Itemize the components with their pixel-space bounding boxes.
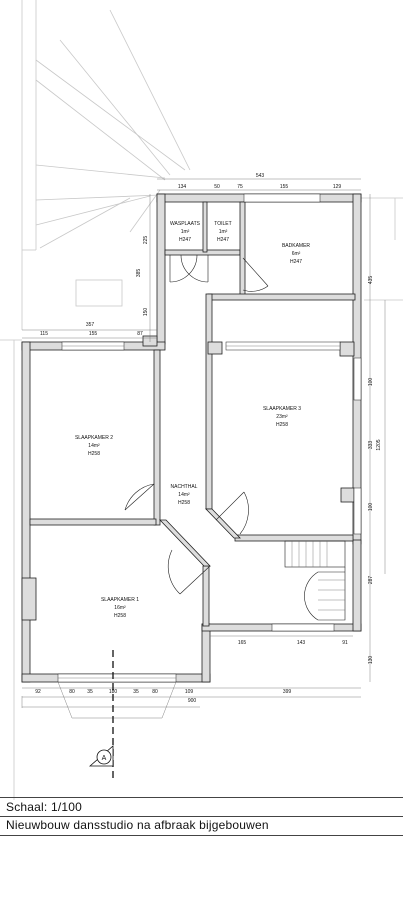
- dim-right-low-1: 287: [368, 576, 374, 585]
- room-slaapkamer2-height: H258: [88, 451, 100, 457]
- section-marker-label: A: [102, 755, 107, 762]
- dim-right-total: 1205: [376, 439, 382, 450]
- dim-bottom-1: 92: [35, 689, 41, 695]
- room-badkamer-name: BADKAMER: [282, 243, 310, 249]
- dimension-lines: [21, 178, 386, 708]
- room-toilet-height: H247: [217, 237, 229, 243]
- dim-top-1: 134: [178, 184, 187, 190]
- dim-inner-bottom-2: 143: [297, 640, 306, 646]
- dim-top-total: 543: [256, 173, 265, 179]
- room-toilet-name: TOILET: [214, 221, 231, 227]
- room-slaapkamer2-area: 14m²: [88, 443, 100, 449]
- staircase: [284, 540, 346, 621]
- scale-label: Schaal: 1/100: [6, 800, 82, 814]
- room-wasplaats-name: WASPLAATS: [170, 221, 201, 227]
- room-slaapkamer1-name: SLAAPKAMER 1: [101, 597, 139, 603]
- dim-bottom-7: 109: [185, 689, 194, 695]
- title-block-bottom-rule: [0, 835, 403, 836]
- walls: [21, 193, 362, 683]
- title-block-top-rule: [0, 797, 403, 798]
- ghost-existing-structure: [0, 0, 403, 800]
- dim-right-mid-1: 100: [368, 378, 374, 387]
- dim-top-4: 155: [280, 184, 289, 190]
- dim-right-mid-2: 333: [368, 441, 374, 450]
- title-block: Schaal: 1/100 Nieuwbouw dansstudio na af…: [0, 797, 403, 837]
- dim-left-3: 150: [143, 308, 149, 317]
- dim-bottom-5: 35: [133, 689, 139, 695]
- room-slaapkamer3-height: H258: [276, 422, 288, 428]
- room-wasplaats-height: H247: [179, 237, 191, 243]
- dim-mid-2: 155: [89, 331, 98, 337]
- room-wasplaats-area: 1m²: [181, 229, 190, 235]
- dim-bottom-total: 900: [188, 698, 197, 704]
- dim-bottom-4: 180: [109, 689, 118, 695]
- dim-mid-1: 115: [40, 331, 48, 337]
- room-slaapkamer2-name: SLAAPKAMER 2: [75, 435, 113, 441]
- room-nachthal-height: H258: [178, 500, 190, 506]
- dim-bottom-6: 80: [152, 689, 158, 695]
- title-block-mid-rule: [0, 816, 403, 817]
- room-nachthal-area: 14m²: [178, 492, 190, 498]
- dim-bottom-2: 80: [69, 689, 75, 695]
- dim-left-2: 385: [136, 269, 142, 278]
- room-labels: WASPLAATS 1m² H247 TOILET 1m² H247 BADKA…: [75, 221, 310, 619]
- room-toilet-area: 1m²: [219, 229, 228, 235]
- dim-bottom-8: 399: [283, 689, 292, 695]
- dim-left-1: 225: [143, 236, 149, 245]
- doors: [124, 254, 269, 595]
- dim-inner-bottom-3: 91: [342, 640, 348, 646]
- dim-top-3: 75: [237, 184, 243, 190]
- dim-right-low-2: 130: [368, 656, 374, 665]
- room-slaapkamer1-area: 16m²: [114, 605, 126, 611]
- room-nachthal-name: NACHTHAL: [171, 484, 198, 490]
- room-badkamer-height: H247: [290, 259, 302, 265]
- dim-top-2: 50: [214, 184, 220, 190]
- bay-window: [57, 681, 177, 719]
- dimension-labels: 543 134 50 75 155 129 357 115 155 87 225…: [35, 173, 382, 762]
- dim-mid-total: 357: [86, 322, 95, 328]
- room-badkamer-area: 6m²: [292, 251, 301, 257]
- room-slaapkamer1-height: H258: [114, 613, 126, 619]
- windows: [57, 193, 362, 683]
- project-title: Nieuwbouw dansstudio na afbraak bijgebou…: [6, 818, 269, 832]
- dim-top-5: 129: [333, 184, 342, 190]
- section-line-a: [88, 650, 114, 780]
- dim-inner-bottom-1: 165: [238, 640, 247, 646]
- room-slaapkamer3-name: SLAAPKAMER 3: [263, 406, 301, 412]
- room-slaapkamer3-area: 23m²: [276, 414, 288, 420]
- dim-right-mid-3: 100: [368, 503, 374, 512]
- dim-mid-3: 87: [137, 331, 143, 337]
- dim-right-top: 435: [368, 276, 374, 285]
- dim-bottom-3: 35: [87, 689, 93, 695]
